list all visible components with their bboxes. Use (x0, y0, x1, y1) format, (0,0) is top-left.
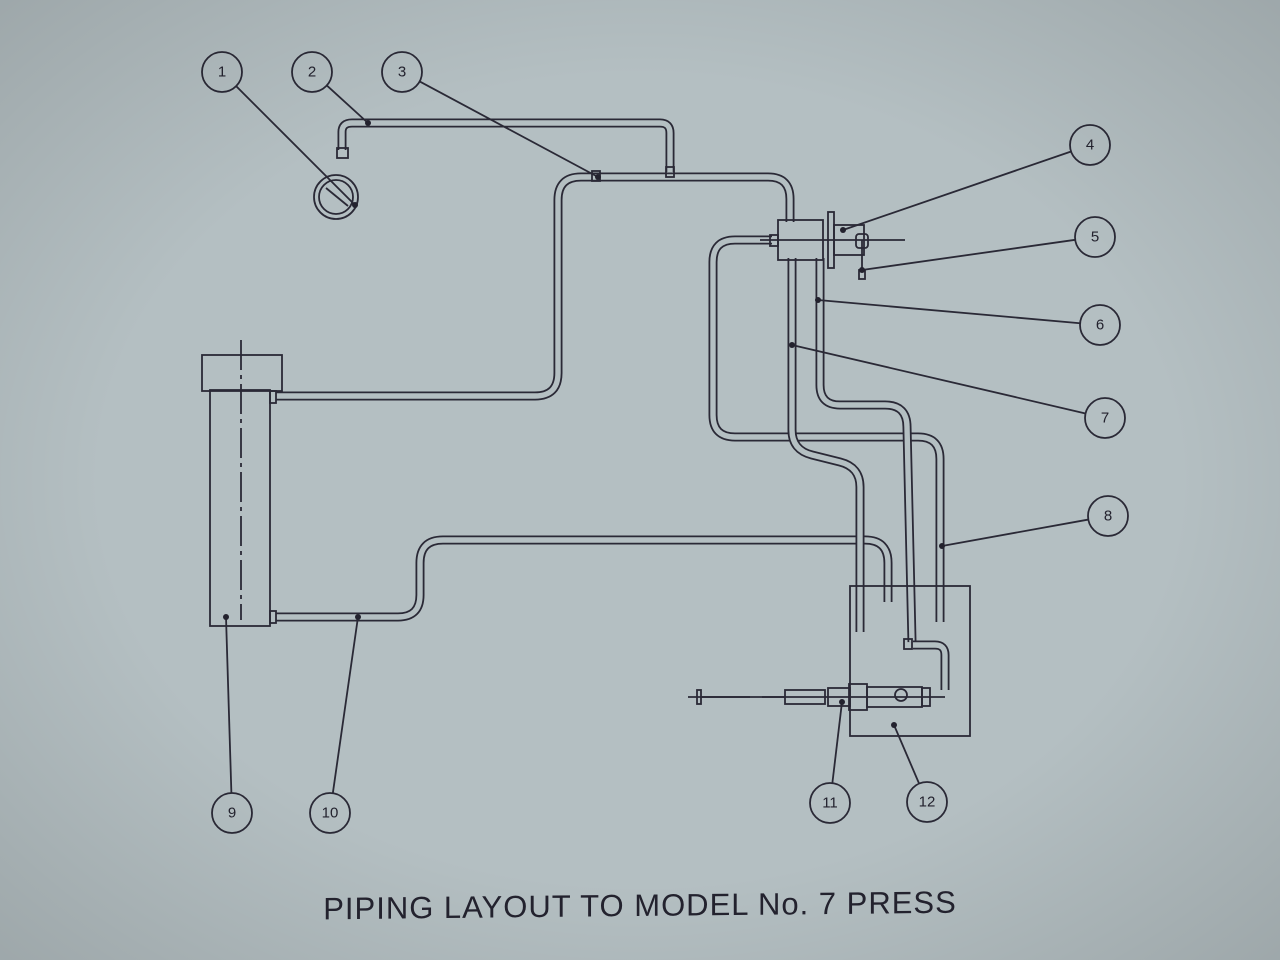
callout-number: 5 (1091, 229, 1099, 246)
leader-dot (859, 267, 865, 273)
leader-line (817, 299, 1081, 325)
leader-line (842, 150, 1072, 231)
callout-8: 8 (1087, 495, 1129, 537)
valve (760, 211, 905, 280)
callout-5: 5 (1074, 216, 1116, 258)
callout-number: 6 (1096, 317, 1104, 334)
leader-line (326, 84, 369, 124)
leader-dot (891, 722, 897, 728)
callout-number: 7 (1101, 410, 1109, 427)
callout-number: 11 (822, 795, 838, 812)
leader-line (861, 238, 1076, 271)
callout-3: 3 (381, 51, 423, 93)
leader-dot (815, 297, 821, 303)
callout-9: 9 (211, 792, 253, 834)
pipe (815, 258, 917, 643)
leader-line (941, 518, 1089, 547)
leader-line (831, 701, 843, 784)
leader-dot (352, 202, 358, 208)
leader-line (225, 616, 233, 794)
callout-number: 2 (308, 64, 316, 81)
callout-11: 11 (809, 782, 851, 824)
leader-dot (840, 227, 846, 233)
callout-number: 12 (919, 794, 936, 811)
leader-dot (223, 614, 229, 620)
callout-7: 7 (1084, 397, 1126, 439)
leader-dot (939, 543, 945, 549)
pipe (913, 640, 950, 690)
callout-number: 8 (1104, 508, 1112, 525)
cylinder (688, 683, 945, 711)
callout-number: 10 (322, 805, 339, 822)
leader-line (893, 724, 920, 784)
pipe (276, 535, 893, 622)
callout-1: 1 (201, 51, 243, 93)
leader-line (331, 616, 359, 794)
callout-number: 1 (218, 64, 226, 81)
leader-dot (595, 174, 601, 180)
callout-6: 6 (1079, 304, 1121, 346)
leader-dot (789, 342, 795, 348)
leader-dot (839, 699, 845, 705)
leader-line (235, 85, 356, 206)
pipe (787, 258, 865, 632)
leader-line (419, 80, 599, 178)
callout-12: 12 (906, 781, 948, 823)
leader-dot (365, 120, 371, 126)
callout-number: 3 (398, 64, 406, 81)
callout-number: 9 (228, 805, 236, 822)
leader-lines (223, 80, 1089, 794)
reservoir (201, 340, 283, 627)
pressure-gauge (313, 147, 359, 220)
callout-2: 2 (291, 51, 333, 93)
callout-10: 10 (309, 792, 351, 834)
pipes (276, 118, 950, 690)
pipe (337, 118, 675, 172)
callout-4: 4 (1069, 124, 1111, 166)
callout-number: 4 (1086, 137, 1094, 154)
leader-dot (355, 614, 361, 620)
